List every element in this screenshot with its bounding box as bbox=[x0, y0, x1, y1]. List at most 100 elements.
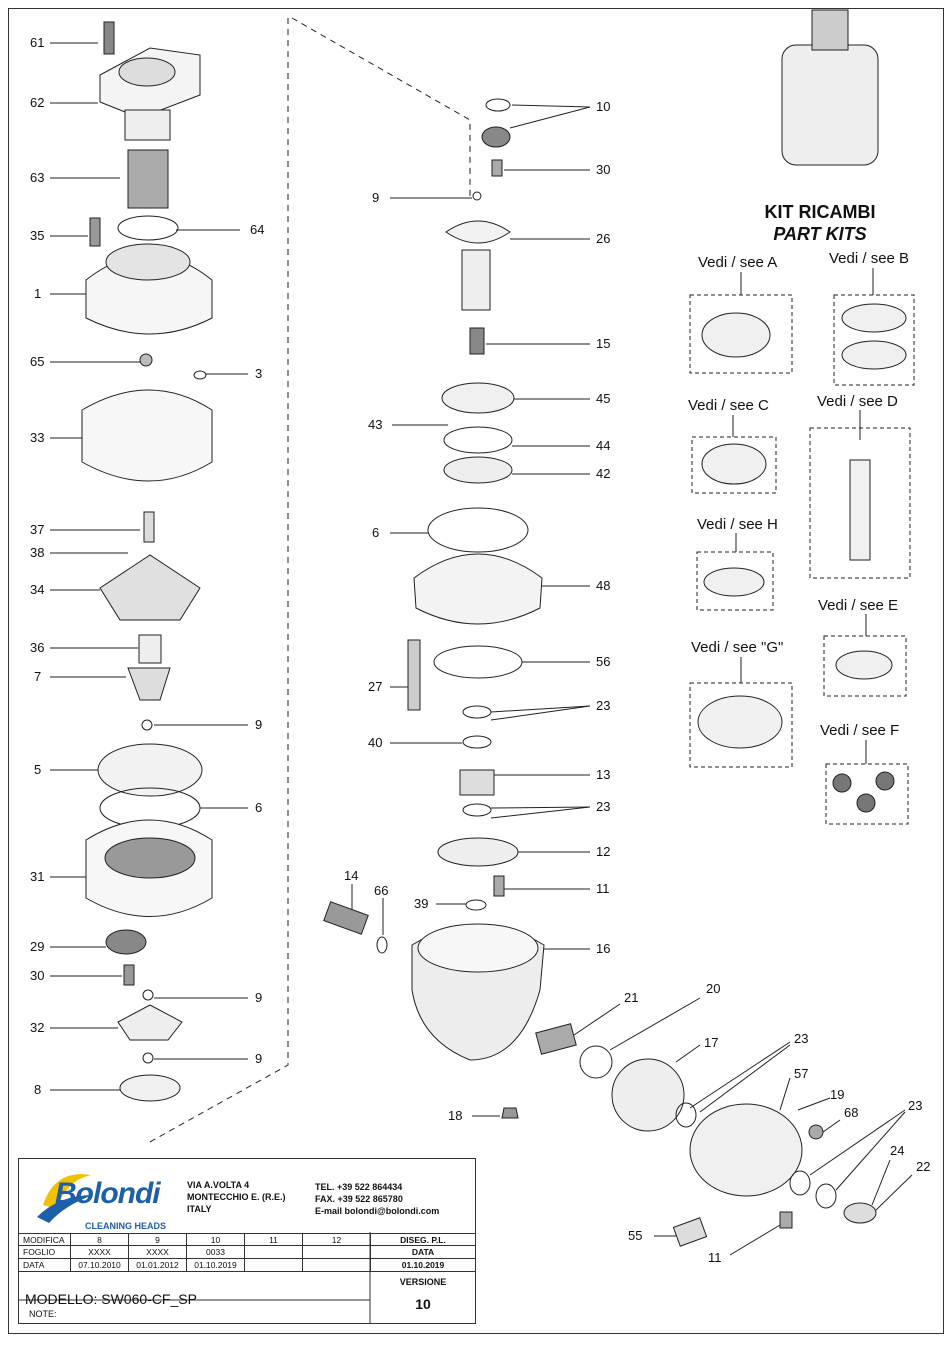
callout-30: 30 bbox=[596, 162, 611, 177]
callout-20: 20 bbox=[706, 981, 721, 996]
company-logo: Bolondi CLEANING HEADS bbox=[25, 1165, 185, 1231]
data-value: 01.10.2019 bbox=[371, 1259, 475, 1272]
callout-24: 24 bbox=[890, 1143, 905, 1158]
foglio-8: XXXX bbox=[71, 1246, 129, 1259]
callout-57: 57 bbox=[794, 1066, 809, 1081]
versione-label: VERSIONE bbox=[399, 1277, 447, 1287]
data-11 bbox=[245, 1259, 303, 1272]
note-label: NOTE: bbox=[29, 1309, 57, 1319]
kit-label-h: Vedi / see H bbox=[697, 516, 778, 533]
company-address: VIA A.VOLTA 4 MONTECCHIO E. (R.E.) ITALY bbox=[187, 1180, 286, 1214]
callout-56: 56 bbox=[596, 654, 611, 669]
callout-14: 14 bbox=[344, 868, 359, 883]
diseg-label: DISEG. P.L. bbox=[371, 1233, 475, 1246]
callout-36: 36 bbox=[30, 640, 45, 655]
callout-63: 63 bbox=[30, 170, 45, 185]
callout-62: 62 bbox=[30, 95, 45, 110]
callout-11: 11 bbox=[596, 881, 610, 896]
callout-31: 31 bbox=[30, 869, 45, 884]
foglio-10: 0033 bbox=[187, 1246, 245, 1259]
modifica-9: 9 bbox=[129, 1233, 187, 1246]
callout-21: 21 bbox=[624, 990, 639, 1005]
callout-7: 7 bbox=[34, 669, 42, 684]
callout-39: 39 bbox=[414, 896, 429, 911]
kit-title: KIT RICAMBI PART KITS bbox=[740, 201, 900, 245]
callout-12: 12 bbox=[596, 844, 611, 859]
callout-23: 23 bbox=[794, 1031, 809, 1046]
callout-26: 26 bbox=[596, 231, 611, 246]
callout-23: 23 bbox=[908, 1098, 923, 1113]
kit-label-a: Vedi / see A bbox=[698, 254, 778, 271]
callout-17: 17 bbox=[704, 1035, 719, 1050]
foglio-9: XXXX bbox=[129, 1246, 187, 1259]
data-8: 07.10.2010 bbox=[71, 1259, 129, 1272]
callout-29: 29 bbox=[30, 939, 45, 954]
callout-45: 45 bbox=[596, 391, 611, 406]
callout-19: 19 bbox=[830, 1087, 845, 1102]
kit-label-f: Vedi / see F bbox=[820, 722, 900, 739]
company-contact: TEL. +39 522 864434 FAX. +39 522 865780 … bbox=[315, 1182, 440, 1216]
callout-43: 43 bbox=[368, 417, 383, 432]
row-foglio-label: FOGLIO bbox=[19, 1246, 71, 1259]
kit-label-d: Vedi / see D bbox=[817, 393, 898, 410]
callout-40: 40 bbox=[368, 735, 383, 750]
callout-35: 35 bbox=[30, 228, 45, 243]
callout-9: 9 bbox=[372, 190, 380, 205]
company-tagline: CLEANING HEADS bbox=[85, 1221, 167, 1231]
callout-13: 13 bbox=[596, 767, 611, 782]
callout-9: 9 bbox=[255, 717, 263, 732]
callout-3: 3 bbox=[255, 366, 263, 381]
callout-9: 9 bbox=[255, 990, 263, 1005]
callout-38: 38 bbox=[30, 545, 45, 560]
kit-label-e: Vedi / see E bbox=[818, 597, 899, 614]
callout-5: 5 bbox=[34, 762, 42, 777]
callout-8: 8 bbox=[34, 1082, 42, 1097]
callout-61: 61 bbox=[30, 35, 45, 50]
foglio-11 bbox=[245, 1246, 303, 1259]
callout-23: 23 bbox=[596, 698, 611, 713]
callout-11: 11 bbox=[708, 1250, 722, 1265]
callout-64: 64 bbox=[250, 222, 265, 237]
callout-68: 68 bbox=[844, 1105, 859, 1120]
drawing-frame bbox=[8, 8, 944, 1334]
kit-label-b: Vedi / see B bbox=[829, 250, 910, 267]
callout-42: 42 bbox=[596, 466, 611, 481]
callout-37: 37 bbox=[30, 522, 45, 537]
callout-18: 18 bbox=[448, 1108, 463, 1123]
callout-9: 9 bbox=[255, 1051, 263, 1066]
modifica-11: 11 bbox=[245, 1233, 303, 1246]
callout-34: 34 bbox=[30, 582, 45, 597]
versione-value: 10 bbox=[415, 1296, 431, 1312]
kit-label-g: Vedi / see "G" bbox=[691, 639, 784, 656]
callout-15: 15 bbox=[596, 336, 611, 351]
callout-44: 44 bbox=[596, 438, 611, 453]
callout-6: 6 bbox=[255, 800, 263, 815]
modifica-12: 12 bbox=[303, 1233, 371, 1246]
callout-27: 27 bbox=[368, 679, 383, 694]
callout-16: 16 bbox=[596, 941, 611, 956]
modello-label: MODELLO: SW060-CF_SP bbox=[25, 1291, 197, 1307]
callout-10: 10 bbox=[596, 99, 611, 114]
row-data-label: DATA bbox=[19, 1259, 71, 1272]
title-block: Bolondi CLEANING HEADS VIA A.VOLTA 4 MON… bbox=[18, 1158, 476, 1324]
data-label: DATA bbox=[371, 1246, 475, 1259]
modifica-8: 8 bbox=[71, 1233, 129, 1246]
callout-66: 66 bbox=[374, 883, 389, 898]
kit-title-en: PART KITS bbox=[773, 224, 867, 244]
callout-23: 23 bbox=[596, 799, 611, 814]
modifica-10: 10 bbox=[187, 1233, 245, 1246]
logo-swoosh-icon bbox=[37, 1174, 93, 1223]
data-9: 01.01.2012 bbox=[129, 1259, 187, 1272]
callout-48: 48 bbox=[596, 578, 611, 593]
callout-30: 30 bbox=[30, 968, 45, 983]
row-modifica-label: MODIFICA bbox=[19, 1233, 71, 1246]
foglio-12 bbox=[303, 1246, 371, 1259]
callout-6: 6 bbox=[372, 525, 380, 540]
kit-label-c: Vedi / see C bbox=[688, 397, 769, 414]
callout-32: 32 bbox=[30, 1020, 45, 1035]
data-12 bbox=[303, 1259, 371, 1272]
callout-22: 22 bbox=[916, 1159, 931, 1174]
callout-65: 65 bbox=[30, 354, 45, 369]
callout-1: 1 bbox=[34, 286, 42, 301]
